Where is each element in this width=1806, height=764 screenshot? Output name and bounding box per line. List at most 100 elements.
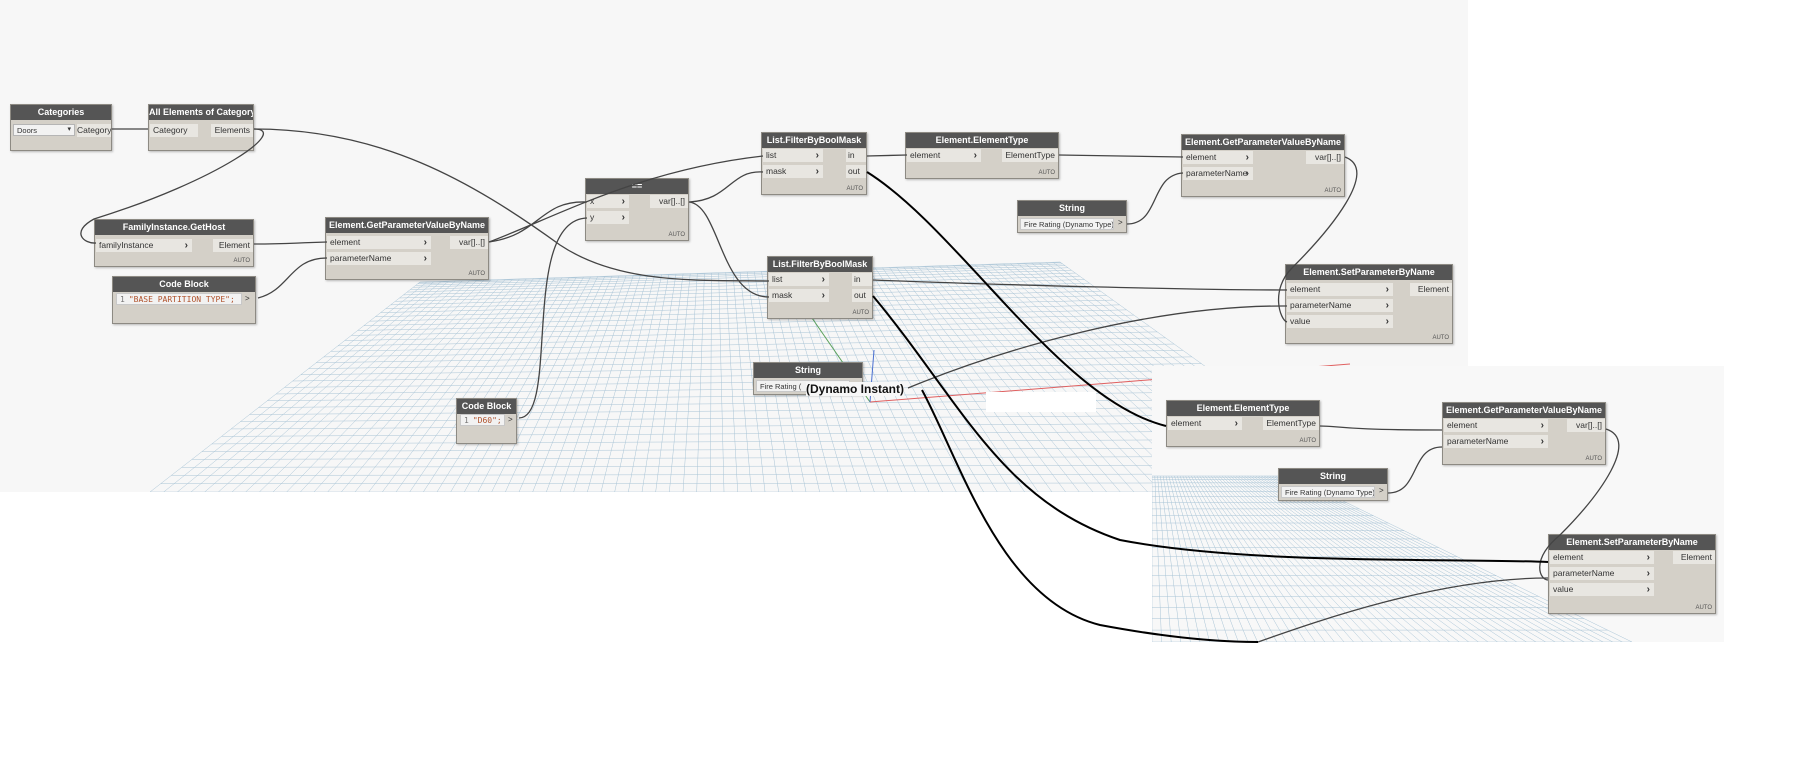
node-setparameterbyname-1[interactable]: Element.SetParameterByName element› para… [1285,264,1453,344]
input-port-element[interactable]: element› [1168,417,1242,430]
grid-line [946,265,1162,492]
output-port-element[interactable]: Element [213,239,253,252]
input-port-category[interactable]: Category [150,124,198,137]
node-list-filterbyboolmask-1[interactable]: List.FilterByBoolMask list› mask› in out… [761,132,867,195]
output-port-out[interactable]: out [852,289,872,302]
port-label: parameterName [1553,568,1615,578]
lacing-auto-label: AUTO [668,232,685,238]
input-port-parametername[interactable]: parameterName› [327,252,431,265]
node-element-elementtype-1[interactable]: Element.ElementType element› ElementType… [905,132,1059,179]
input-port-element[interactable]: element› [1444,419,1548,432]
grid-line [399,279,1085,299]
output-port-out[interactable]: out [846,165,866,178]
grid-line [696,273,705,492]
node-familyinstance-gethost[interactable]: FamilyInstance.GetHost familyInstance› E… [94,219,254,267]
grid-line [1154,475,1162,642]
input-port-familyinstance[interactable]: familyInstance› [96,239,192,252]
grid-line [628,274,670,492]
output-port-var[interactable]: var[]..[] [1567,419,1605,432]
input-port-element[interactable]: element› [1550,551,1654,564]
output-port-element[interactable]: Element [1410,283,1452,296]
output-port-elementtype[interactable]: ElementType [1263,417,1319,430]
output-port-elementtype[interactable]: ElementType [1002,149,1058,162]
node-all-elements-of-category[interactable]: All Elements of Category Category Elemen… [148,104,254,151]
node-title: Element.SetParameterByName [1286,265,1452,280]
input-port-element[interactable]: element› [1183,151,1253,164]
node-title: Categories [11,105,111,120]
node-title: Element.GetParameterValueByName [1182,135,1344,150]
output-port-category[interactable]: Category [77,124,112,137]
input-port-parametername[interactable]: parameterName› [1287,299,1393,312]
output-port-elements[interactable]: Elements [211,124,253,137]
lacing-auto-label: AUTO [1695,605,1712,611]
output-port-var[interactable]: var[]..[] [450,236,488,249]
port-label: mask [772,290,793,300]
node-getparametervaluebyname-3[interactable]: Element.GetParameterValueByName element›… [1442,402,1606,465]
node-title: Code Block [113,277,255,292]
node-code-block-2[interactable]: Code Block 1"D60"; > [456,398,517,444]
input-port-list[interactable]: list › [763,149,823,162]
input-port-list[interactable]: list› [769,273,829,286]
chevron-right-icon: › [1540,436,1544,447]
code-editor[interactable]: 1"D60"; [460,414,505,426]
node-list-filterbyboolmask-2[interactable]: List.FilterByBoolMask list› mask› in out… [767,256,873,319]
output-port[interactable]: > [508,415,513,424]
port-label: list [766,150,777,160]
input-port-element[interactable]: element› [1287,283,1393,296]
node-getparametervaluebyname-2[interactable]: Element.GetParameterValueByName element›… [1181,134,1345,197]
category-dropdown[interactable]: Doors ▾ [13,124,75,136]
node-getparametervaluebyname-1[interactable]: Element.GetParameterValueByName element›… [325,217,489,280]
output-port[interactable]: > [245,294,250,303]
node-equals[interactable]: == x› y› var[]..[] AUTO [585,178,689,241]
string-input[interactable]: Fire Rating (Dynamo Type) [1281,486,1375,498]
inset-graph-canvas[interactable]: Element.ElementType element› ElementType… [1152,366,1724,642]
node-code-block-1[interactable]: Code Block 1"BASE PARTITION TYPE"; > [112,276,256,324]
node-element-elementtype-2[interactable]: Element.ElementType element› ElementType… [1166,400,1320,447]
input-port-mask[interactable]: mask› [769,289,829,302]
input-port-parametername[interactable]: parameterName› [1550,567,1654,580]
output-port[interactable]: > [1118,218,1123,227]
node-setparameterbyname-2[interactable]: Element.SetParameterByName element› para… [1548,534,1716,614]
grid-line [1168,475,1210,642]
node-categories[interactable]: Categories Doors ▾ Category [10,104,112,151]
port-label: element [1186,152,1217,162]
node-title: Element.GetParameterValueByName [1443,403,1605,418]
code-editor[interactable]: 1"BASE PARTITION TYPE"; [116,293,242,305]
output-port-in[interactable]: in [846,149,866,162]
output-port-var[interactable]: var[]..[] [650,195,688,208]
grid-line [245,280,470,492]
node-string-1[interactable]: String Fire Rating (Dynamo Type) > [1017,200,1127,233]
grid-line [1157,475,1172,642]
input-port-element[interactable]: element› [907,149,981,162]
grid-line [953,265,1176,492]
main-graph-canvas[interactable]: Categories Doors ▾ Category All Elements… [0,0,1468,492]
output-port[interactable]: > [1379,486,1384,495]
input-port-parametername[interactable]: parameterName› [1183,167,1253,180]
string-input[interactable]: Fire Rating (Dynamo Type) [1020,218,1114,230]
chevron-right-icon: › [815,150,819,161]
grid-line [924,266,1121,492]
grid-line [316,350,1183,363]
input-port-parametername[interactable]: parameterName› [1444,435,1548,448]
port-label: element [1171,418,1202,428]
input-port-value[interactable]: value› [1550,583,1654,596]
grid-line [369,304,1120,322]
node-string-3[interactable]: String Fire Rating (Dynamo Type) > [1278,468,1388,501]
chevron-right-icon: › [621,196,625,207]
grid-line [308,356,1193,369]
input-port-mask[interactable]: mask› [763,165,823,178]
input-port-x[interactable]: x› [587,195,629,208]
lacing-auto-label: AUTO [468,271,485,277]
input-port-y[interactable]: y› [587,211,629,224]
port-label: parameterName [1186,168,1248,178]
output-port-in[interactable]: in [852,273,872,286]
output-port-var[interactable]: var[]..[] [1306,151,1344,164]
node-title: All Elements of Category [149,105,253,120]
input-port-value[interactable]: value› [1287,315,1393,328]
port-label: familyInstance [99,240,154,250]
node-title: Element.SetParameterByName [1549,535,1715,550]
port-label: y [590,212,595,222]
output-port-element[interactable]: Element [1673,551,1715,564]
input-port-element[interactable]: element› [327,236,431,249]
grid-line [292,370,1211,382]
